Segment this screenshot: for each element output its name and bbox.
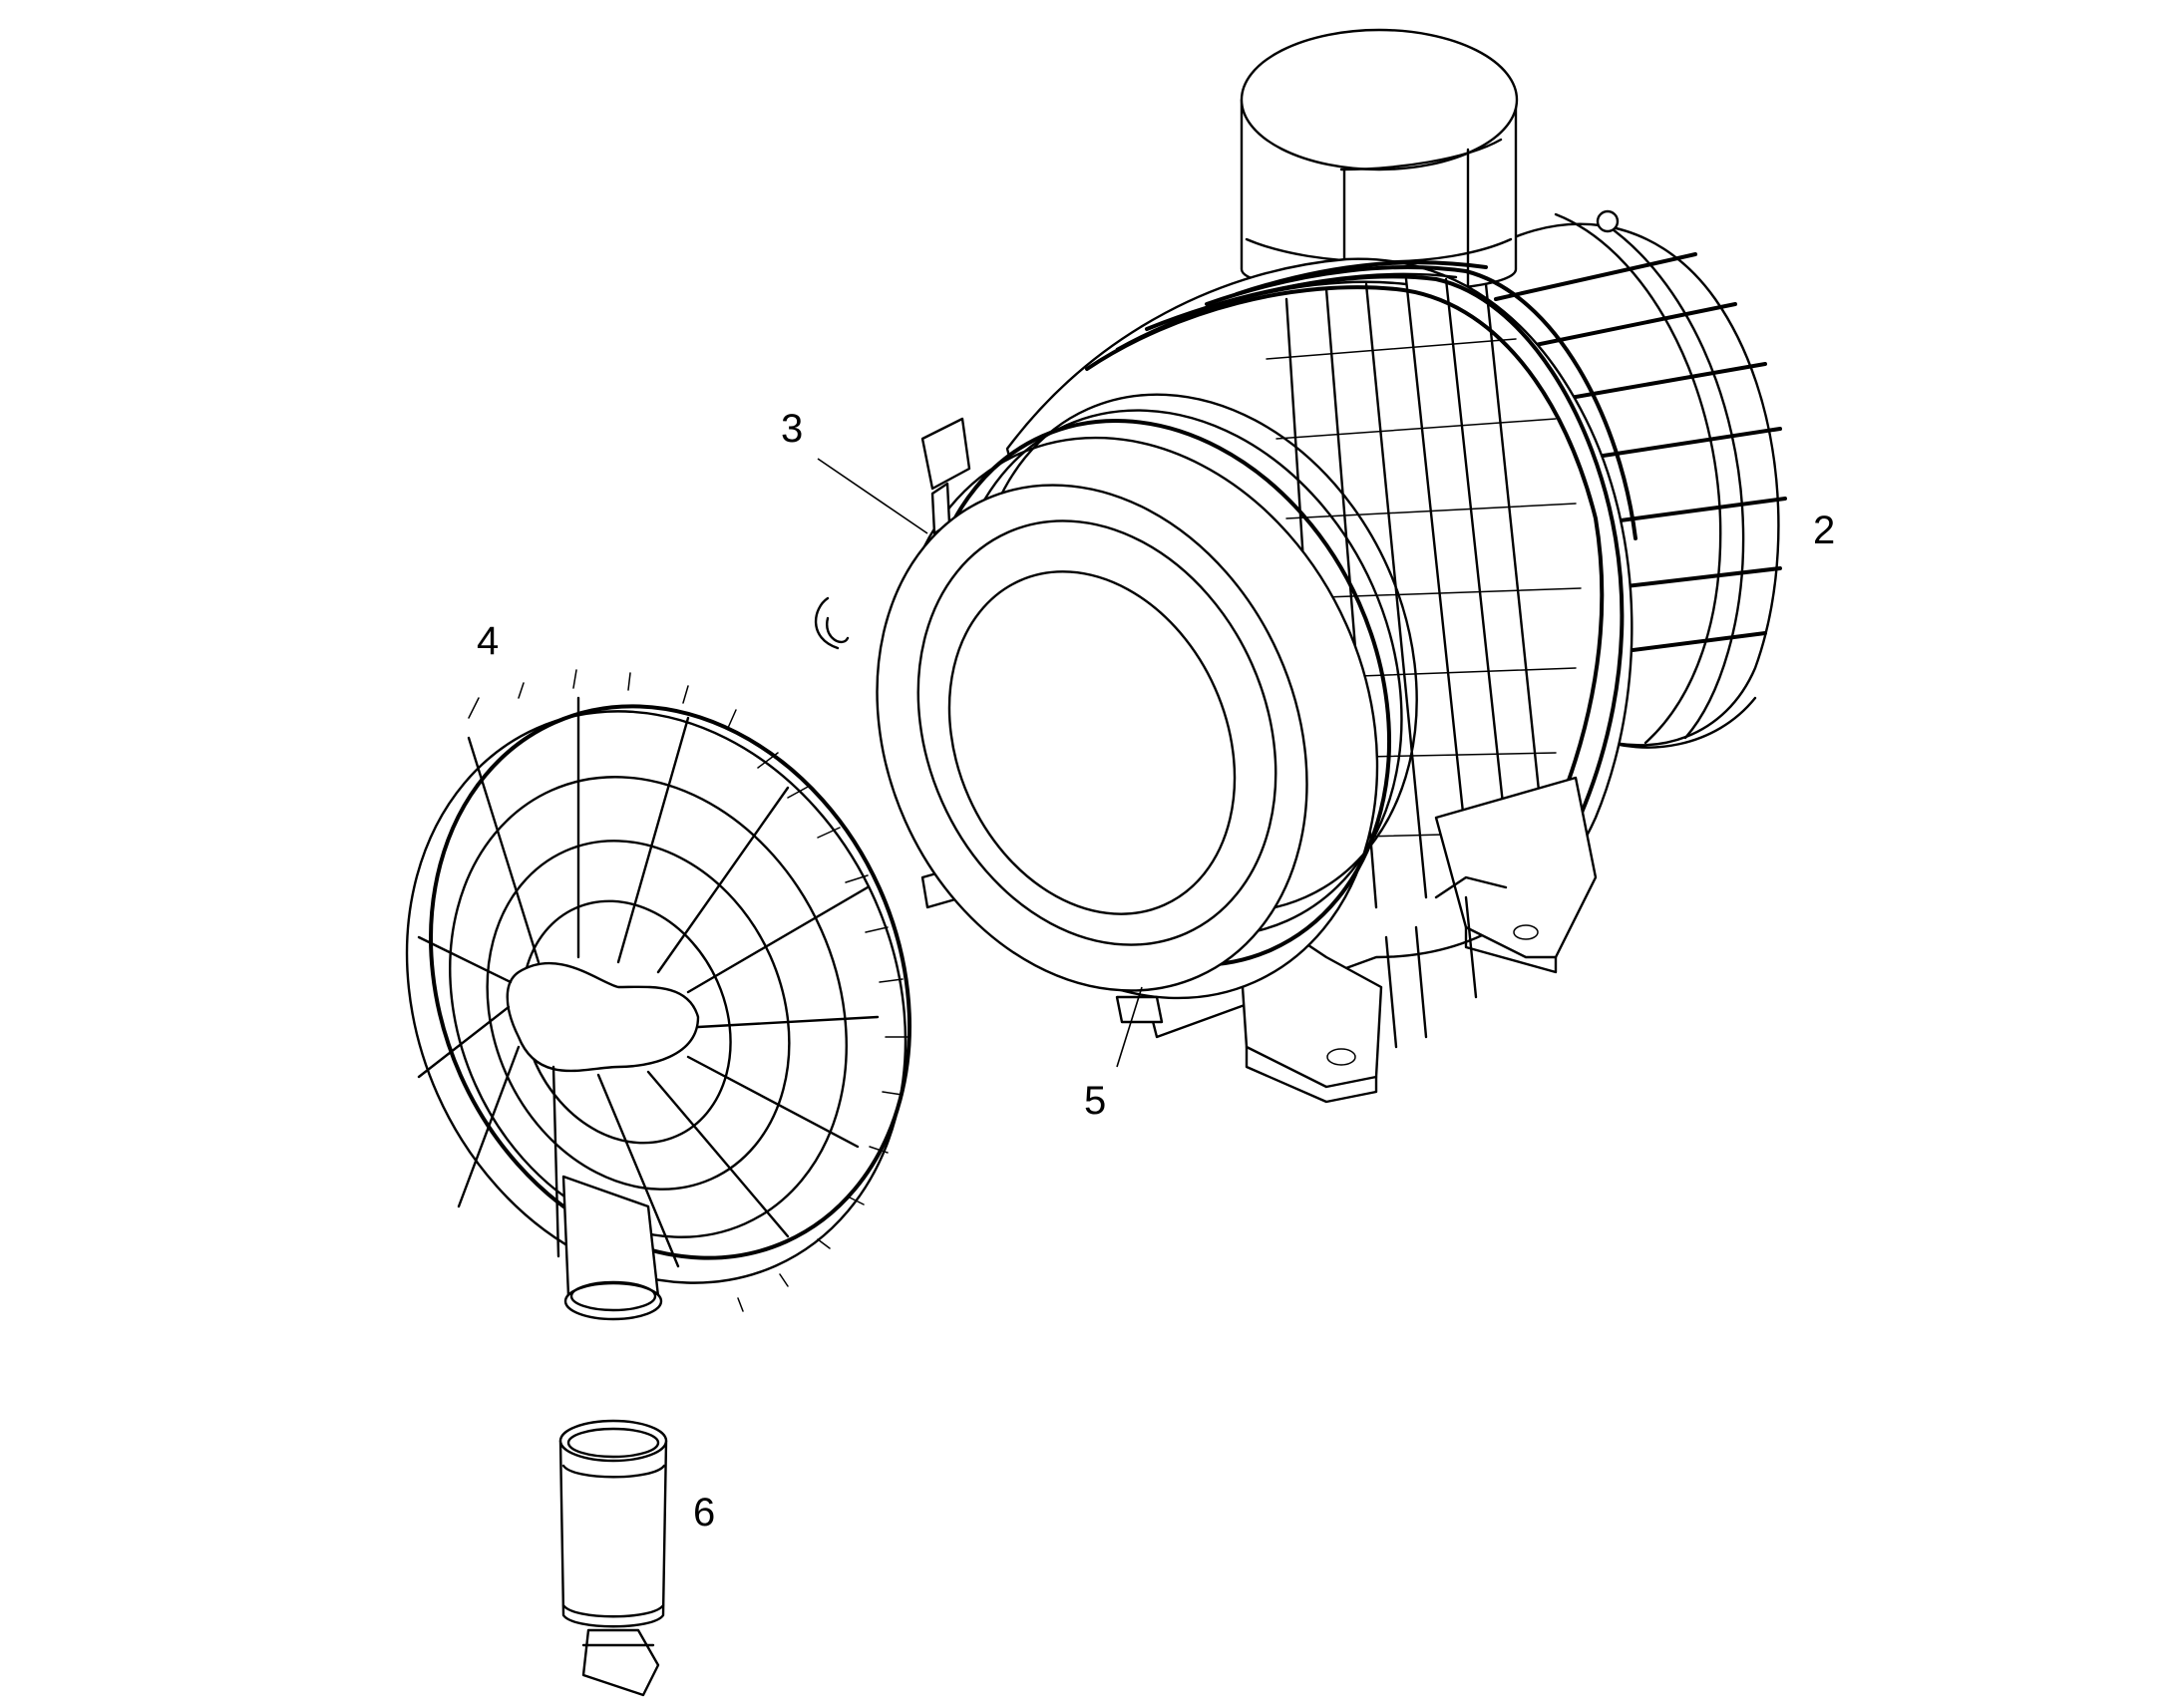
callout-4: 4 — [477, 619, 499, 663]
callout-3: 3 — [781, 407, 803, 451]
callouts: 2 3 4 5 6 — [477, 407, 1835, 1535]
housing-outlet-pipe — [1240, 28, 1519, 293]
leader-lines — [817, 458, 1143, 1068]
callout-5: 5 — [1084, 1079, 1106, 1123]
callout-2: 2 — [1813, 509, 1835, 552]
callout-6: 6 — [693, 1491, 715, 1535]
leader-line-3 — [817, 458, 928, 534]
dust-cup-assembly — [405, 669, 911, 1321]
evacuator-valve — [558, 1419, 668, 1697]
leader-line-5 — [1116, 986, 1143, 1068]
filter-cover-face — [876, 484, 1308, 992]
